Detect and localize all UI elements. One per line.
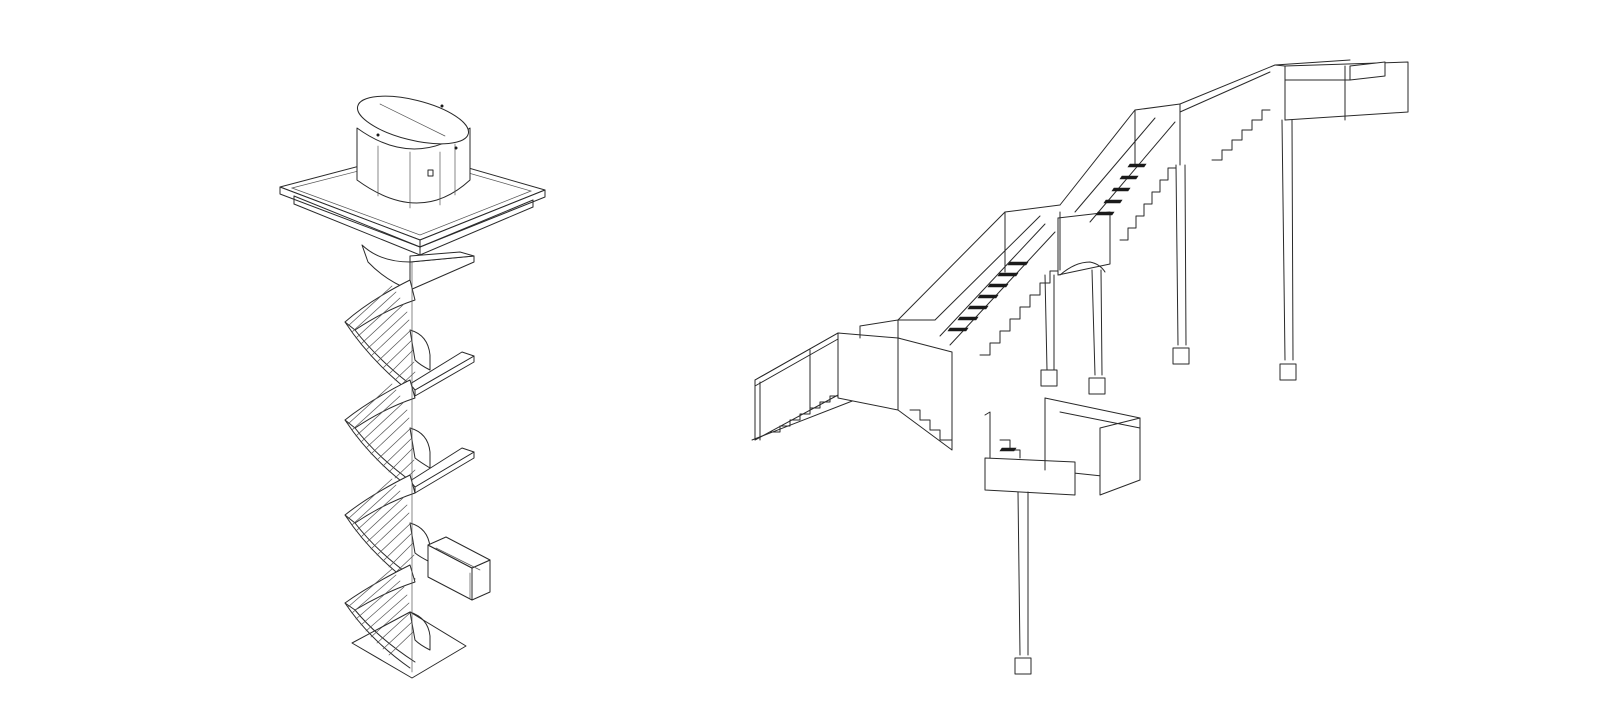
spiral-treads-1 xyxy=(347,285,416,386)
spiral-stair-tower xyxy=(279,95,546,679)
spiral-treads-3 xyxy=(347,478,415,574)
spiral-treads-4 xyxy=(347,568,414,656)
straight-stair-system xyxy=(751,59,1409,675)
middle-wall xyxy=(837,319,953,451)
base-slab xyxy=(351,611,467,679)
side-box xyxy=(427,536,491,601)
column-5 xyxy=(1014,491,1032,675)
column-1 xyxy=(1040,274,1058,387)
spiral-flight-1 xyxy=(344,279,475,397)
main-flight-upper xyxy=(1059,103,1181,241)
spiral-flight-3 xyxy=(344,474,431,584)
mid-landing xyxy=(1057,211,1111,276)
main-flight-lower xyxy=(897,204,1061,356)
column-4 xyxy=(1279,119,1297,381)
spiral-flight-2 xyxy=(344,379,475,494)
top-cylinder-room xyxy=(356,95,471,209)
column-3 xyxy=(1172,164,1190,365)
spiral-treads-2 xyxy=(347,383,416,484)
top-landing xyxy=(1274,61,1409,121)
slab-bracket xyxy=(361,244,475,291)
column-2 xyxy=(1088,269,1106,395)
lower-right-landing xyxy=(984,397,1141,496)
